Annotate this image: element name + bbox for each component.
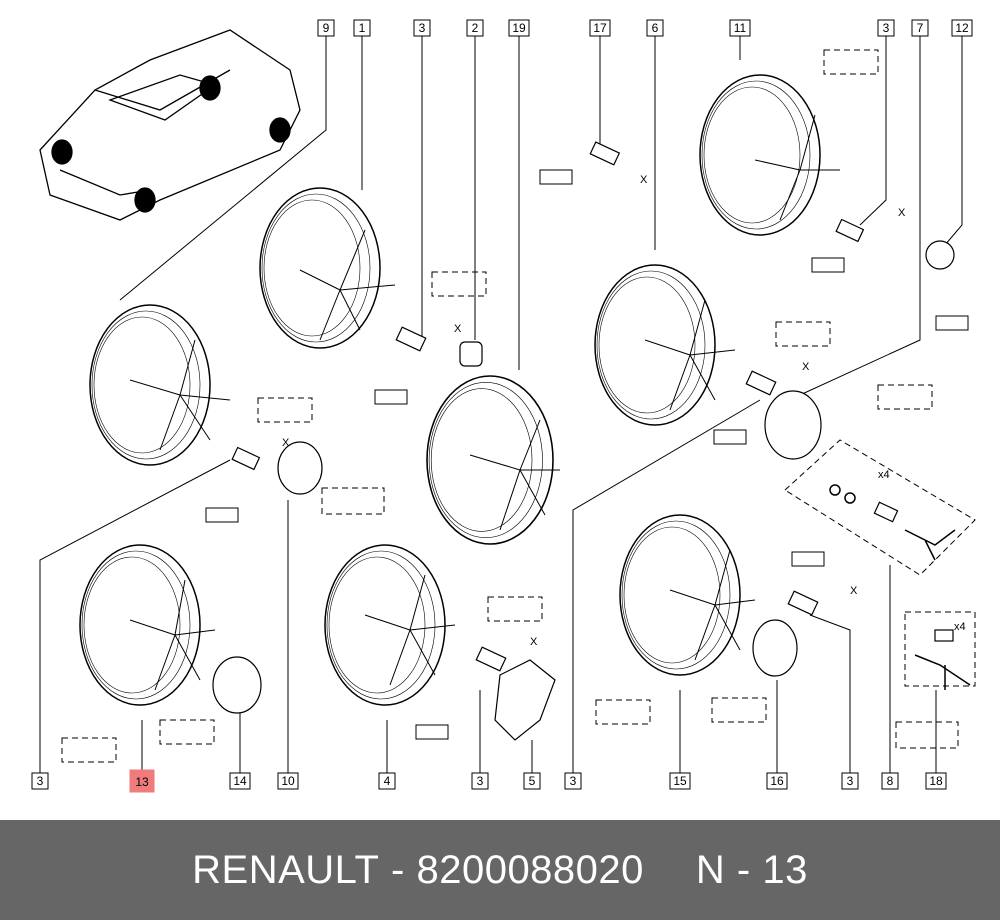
- svg-text:18: 18: [929, 774, 943, 788]
- x-marker: X: [802, 361, 810, 373]
- footer-separator: -: [391, 847, 405, 892]
- x-marker: X: [454, 323, 462, 335]
- callout-15: 15: [669, 772, 691, 790]
- callout-5: 5: [523, 772, 541, 790]
- callout-8: 8: [881, 772, 899, 790]
- callout-3: 3: [841, 772, 859, 790]
- callout-3: 3: [877, 19, 895, 37]
- wheel-bolt-icon: [231, 141, 954, 672]
- svg-text:19: 19: [512, 21, 526, 35]
- wheel-spokes: [129, 114, 840, 691]
- svg-text:2: 2: [472, 21, 479, 35]
- svg-text:16: 16: [770, 774, 784, 788]
- car-illustration-icon: [39, 29, 301, 221]
- callout-10: 10: [277, 772, 299, 790]
- svg-text:17: 17: [593, 21, 607, 35]
- x-marker: X: [530, 636, 538, 648]
- callout-3: 3: [413, 19, 431, 37]
- callout-4: 4: [378, 772, 396, 790]
- callout-1: 1: [353, 19, 371, 37]
- reference-number: N - 13: [695, 847, 808, 892]
- callout-labels-top: 9 1 3 2 19 17 6 11 3 7 12: [317, 19, 973, 37]
- svg-text:8: 8: [887, 774, 894, 788]
- part-number-footer: RENAULT - 8200088020 N - 13: [0, 820, 1000, 920]
- callout-9: 9: [317, 19, 335, 37]
- x4-marker: x4: [954, 621, 966, 633]
- callout-18: 18: [925, 772, 947, 790]
- x-marker: X: [898, 207, 906, 219]
- x-markers: X X X X X X X x4 x4: [282, 174, 966, 648]
- callout-2: 2: [466, 19, 484, 37]
- svg-text:5: 5: [529, 774, 536, 788]
- part-number: 8200088020: [416, 847, 644, 892]
- svg-text:3: 3: [37, 774, 44, 788]
- svg-text:14: 14: [233, 774, 247, 788]
- callout-11: 11: [729, 19, 751, 37]
- callout-7: 7: [911, 19, 929, 37]
- svg-text:10: 10: [281, 774, 295, 788]
- svg-text:12: 12: [955, 21, 969, 35]
- svg-text:11: 11: [734, 21, 747, 35]
- callout-12: 12: [951, 19, 973, 37]
- callout-3: 3: [564, 772, 582, 790]
- svg-text:15: 15: [673, 774, 687, 788]
- callout-6: 6: [646, 19, 664, 37]
- callout-19: 19: [508, 19, 530, 37]
- callout-3: 3: [31, 772, 49, 790]
- svg-text:9: 9: [323, 21, 330, 35]
- svg-text:3: 3: [477, 774, 484, 788]
- svg-text:7: 7: [917, 21, 924, 35]
- callout-16: 16: [766, 772, 788, 790]
- parts-diagram: X X X X X X X x4 x4 9 1 3 2 19 17 6 11 3…: [31, 19, 976, 793]
- x-marker: X: [640, 174, 648, 186]
- svg-text:1: 1: [359, 21, 366, 35]
- callout-13-highlighted: 13: [129, 769, 155, 793]
- svg-text:4: 4: [384, 774, 391, 788]
- svg-text:13: 13: [135, 775, 149, 789]
- svg-text:3: 3: [883, 21, 890, 35]
- callout-labels-bottom: 3 13 14 10 4 3 5 3 15 16 3 8 18: [31, 769, 947, 793]
- svg-text:3: 3: [570, 774, 577, 788]
- placeholder-boxes: [61, 49, 976, 763]
- callout-14: 14: [229, 772, 251, 790]
- brand-name: RENAULT: [192, 847, 380, 892]
- svg-text:3: 3: [847, 774, 854, 788]
- svg-text:3: 3: [419, 21, 426, 35]
- svg-text:6: 6: [652, 21, 659, 35]
- callout-17: 17: [589, 19, 611, 37]
- hub-cap-icon: [212, 240, 955, 741]
- torque-arrow-icon: [205, 169, 969, 740]
- x4-marker: x4: [878, 469, 890, 481]
- callout-3: 3: [471, 772, 489, 790]
- x-marker: X: [282, 437, 290, 449]
- x-marker: X: [850, 585, 858, 597]
